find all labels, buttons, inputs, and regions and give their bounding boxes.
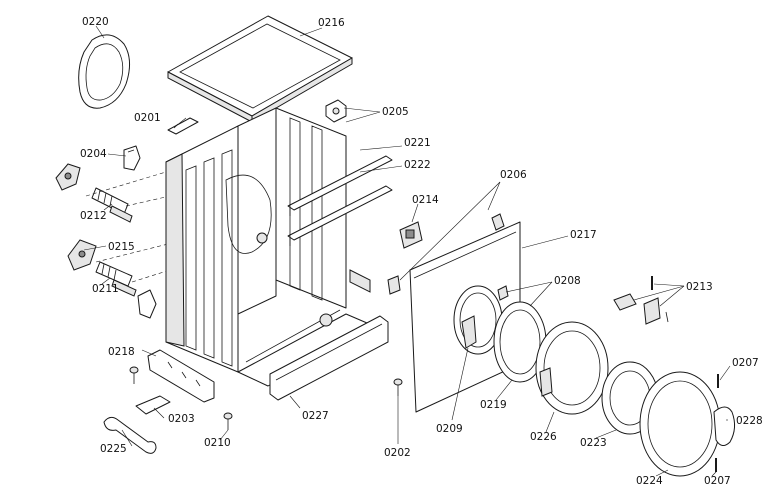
callout-0213: 0213: [686, 281, 713, 293]
part-front-clip[interactable]: [387, 275, 401, 295]
part-0208-hook[interactable]: [497, 285, 509, 301]
callout-0205: 0205: [382, 106, 409, 118]
part-0220-gasket[interactable]: [78, 34, 130, 109]
callout-0201: 0201: [134, 112, 161, 124]
part-0219-porthole[interactable]: [493, 301, 547, 383]
part-0218-base-bracket[interactable]: [147, 349, 215, 403]
callout-0216: 0216: [318, 17, 345, 29]
part-0221-rail[interactable]: [287, 155, 393, 216]
callout-0226: 0226: [530, 431, 557, 443]
part-0204-mount[interactable]: [123, 145, 141, 171]
callout-0214: 0214: [412, 194, 439, 206]
part-0214-door-lock[interactable]: [399, 221, 423, 249]
callout-0206: 0206: [500, 169, 527, 181]
part-0226-inner-ring[interactable]: [535, 321, 609, 415]
callout-0223: 0223: [580, 437, 607, 449]
part-0202-screw[interactable]: [393, 378, 403, 396]
part-0225-wrench[interactable]: [103, 416, 157, 454]
callout-0212: 0212: [80, 210, 107, 222]
callout-0208: 0208: [554, 275, 581, 287]
part-0203-bracket[interactable]: [135, 395, 171, 415]
part-foot-screw[interactable]: [129, 366, 139, 384]
part-0210-screw[interactable]: [223, 412, 233, 430]
part-0205-clip[interactable]: [325, 99, 347, 123]
part-0213-hinge[interactable]: [613, 293, 669, 325]
part-0227-kick-plate[interactable]: [269, 315, 389, 401]
part-0215-plate[interactable]: [67, 239, 97, 271]
callout-0224: 0224: [636, 475, 663, 487]
part-0217-front-panel[interactable]: [409, 221, 521, 413]
callout-0218: 0218: [108, 346, 135, 358]
part-0216-top-cover[interactable]: [167, 15, 353, 123]
callout-0222: 0222: [404, 159, 431, 171]
part-cabinet-frame: [165, 107, 375, 387]
part-side-mount-lower[interactable]: [137, 289, 157, 319]
part-0204-plate[interactable]: [55, 163, 81, 191]
callout-labels: 0220 0216 0201 0205 0204 0221 0222 0212 …: [80, 16, 763, 487]
callout-0220: 0220: [82, 16, 109, 28]
part-0206-clip[interactable]: [491, 213, 505, 231]
part-0211-shock-absorber[interactable]: [95, 261, 137, 297]
callout-0215: 0215: [108, 241, 135, 253]
part-0212-shock-absorber[interactable]: [91, 187, 133, 223]
callout-0225: 0225: [100, 443, 127, 455]
callout-0204: 0204: [80, 148, 107, 160]
part-0224-outer-ring[interactable]: [639, 371, 721, 477]
callout-0227: 0227: [302, 410, 329, 422]
callout-0209: 0209: [436, 423, 463, 435]
callout-0217: 0217: [570, 229, 597, 241]
callout-0210: 0210: [204, 437, 231, 449]
callout-0207-upper: 0207: [732, 357, 759, 369]
part-0222-rail[interactable]: [287, 185, 393, 246]
callout-0202: 0202: [384, 447, 411, 459]
callout-0228: 0228: [736, 415, 763, 427]
callout-0211: 0211: [92, 283, 119, 295]
callout-0221: 0221: [404, 137, 431, 149]
part-0228-handle[interactable]: [713, 406, 736, 446]
callout-0203: 0203: [168, 413, 195, 425]
callout-0219: 0219: [480, 399, 507, 411]
leader-lines: [83, 25, 731, 477]
callout-0207-lower: 0207: [704, 475, 731, 487]
